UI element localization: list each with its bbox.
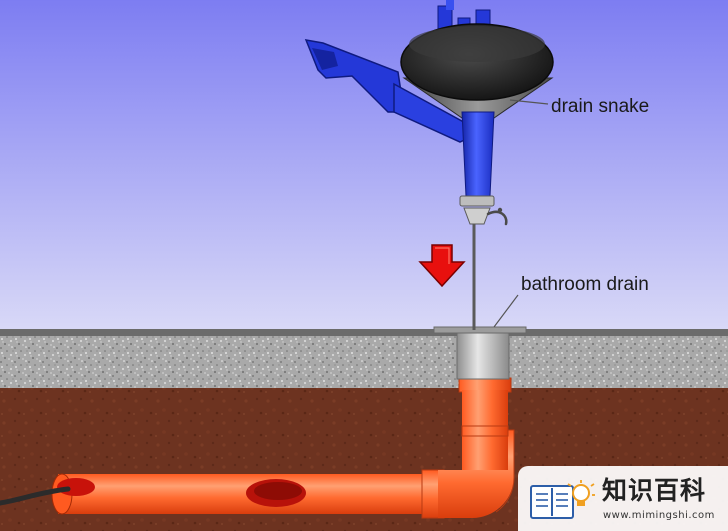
watermark-title: 知识百科 — [602, 476, 707, 505]
sky-background — [0, 0, 728, 332]
floor-surface — [0, 329, 728, 336]
watermark: 知识百科 www.mimingshi.com — [518, 466, 728, 531]
horizontal-pipe — [51, 469, 445, 519]
concrete-slab — [0, 336, 728, 388]
book-lightbulb-icon — [530, 480, 595, 519]
pipe-clog — [246, 479, 306, 507]
cable-end — [0, 486, 71, 506]
leader-drain — [493, 294, 519, 328]
drain-snake-label: drain snake — [551, 96, 650, 117]
bathroom-drain-label: bathroom drain — [521, 274, 649, 295]
leader-snake — [509, 99, 549, 105]
drain-snake — [304, 0, 554, 226]
watermark-url: www.mimingshi.com — [603, 510, 715, 521]
drain-fitting — [433, 326, 527, 380]
elbow-pipe — [438, 377, 515, 519]
down-arrow-icon — [418, 244, 466, 288]
